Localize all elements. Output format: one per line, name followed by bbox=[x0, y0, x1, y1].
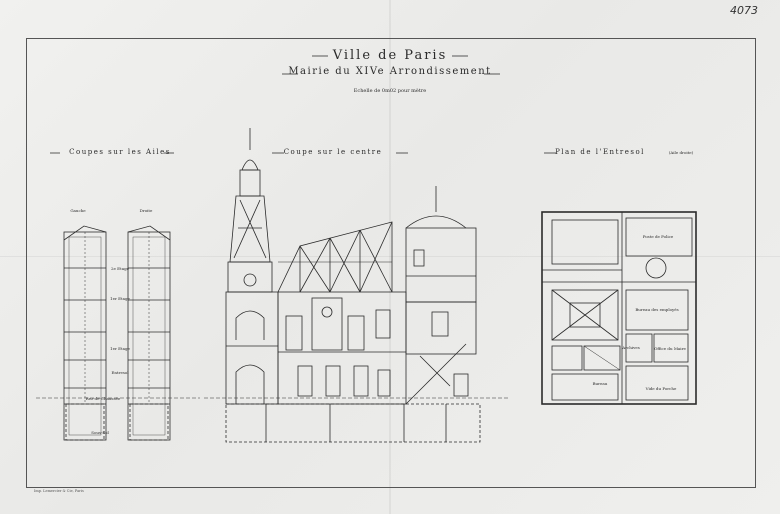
floor-label: 1er Etage bbox=[110, 346, 130, 351]
drawing-frame bbox=[26, 38, 756, 488]
room-label: Office du Maire bbox=[654, 346, 686, 351]
room-label: Archives bbox=[622, 345, 640, 350]
floor-label: 2e Etage bbox=[110, 266, 130, 271]
room-label: Bureau des employés bbox=[635, 307, 679, 312]
entresol-plan-drawing bbox=[541, 211, 697, 405]
title-scale: Echelle de 0m02 pour mètre bbox=[353, 88, 427, 94]
floor-label: Sous-Sol bbox=[91, 430, 109, 435]
section-title-plan: Plan de l'Entresol bbox=[555, 148, 645, 156]
section-title-centre: Coupe sur le centre bbox=[283, 148, 383, 156]
paper-fold bbox=[389, 0, 391, 514]
sheet-number: 4073 bbox=[730, 4, 758, 17]
room-label: Vide du Porche bbox=[645, 386, 677, 391]
paper-fold bbox=[0, 256, 780, 257]
centre-section-drawing bbox=[204, 128, 510, 443]
floor-label: Entresol bbox=[111, 370, 129, 375]
label-droite: Droite bbox=[139, 208, 153, 213]
title-city: Ville de Paris bbox=[332, 48, 448, 63]
section-subtitle-plan: (Aile droite) bbox=[668, 150, 694, 155]
room-label: Bureau bbox=[592, 381, 608, 386]
wing-sections-drawing bbox=[36, 225, 200, 441]
label-gauche: Gauche bbox=[70, 208, 86, 213]
floor-label: 1er Etage bbox=[110, 296, 130, 301]
printer-credit: Imp. Lemercier & Cie, Paris bbox=[34, 489, 84, 493]
floor-label: Rez-de-Chaussée bbox=[85, 396, 121, 401]
title-mairie: Mairie du XIVe Arrondissement bbox=[288, 66, 492, 77]
room-label: Poste de Police bbox=[642, 234, 674, 239]
section-title-ailes: Coupes sur les Ailes bbox=[69, 148, 171, 156]
